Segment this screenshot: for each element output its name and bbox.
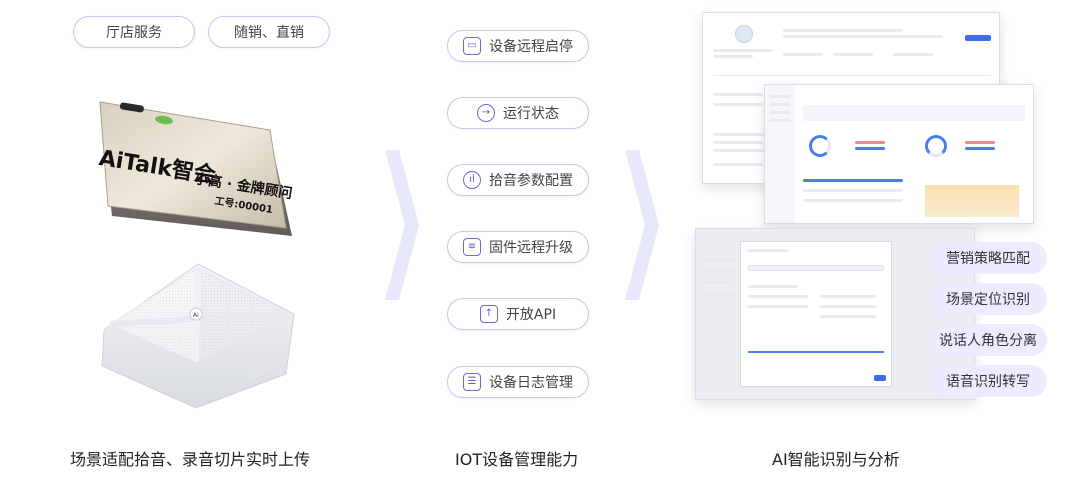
ai-tag-speaker-separation: 说话人角色分离 (929, 324, 1047, 356)
ai-tag-label: 场景定位识别 (946, 292, 1030, 308)
iot-label: 设备远程启停 (489, 39, 573, 55)
caption-iot: IOT设备管理能力 (455, 450, 579, 469)
iot-label: 开放API (505, 307, 557, 323)
ai-tag-label: 营销策略匹配 (946, 251, 1030, 267)
ai-tag-speech-transcription: 语音识别转写 (929, 365, 1047, 397)
iot-label: 拾音参数配置 (489, 173, 573, 189)
pill-label: 随销、直销 (234, 25, 304, 41)
chevron-right-icon (385, 150, 419, 300)
screenshot-settings (695, 228, 975, 400)
donut-chart (809, 135, 831, 157)
chevron-right-icon (625, 150, 659, 300)
ai-tag-marketing-strategy: 营销策略匹配 (929, 242, 1047, 274)
name-badge-device (99, 101, 292, 236)
iot-open-api: ↑ 开放API (447, 298, 589, 330)
screenshot-dashboard (764, 84, 1034, 224)
pill-store-service: 厅店服务 (73, 16, 195, 48)
iot-firmware-upgrade: ≡ 固件远程升级 (447, 231, 589, 263)
avatar (735, 25, 753, 43)
iot-pickup-config: ıl 拾音参数配置 (447, 164, 589, 196)
upload-icon: ↑ (479, 305, 498, 323)
document-icon: ☰ (463, 373, 481, 391)
caption-pickup: 场景适配拾音、录音切片实时上传 (70, 450, 311, 469)
area-chart (925, 185, 1019, 217)
screen-icon: ▭ (463, 37, 481, 55)
ai-tag-label: 语音识别转写 (946, 374, 1030, 390)
pill-label: 厅店服务 (106, 25, 162, 41)
ai-tag-label: 说话人角色分离 (939, 333, 1037, 349)
waveform-icon: ıl (463, 171, 481, 189)
caption-ai: AI智能识别与分析 (772, 450, 900, 469)
iot-label: 运行状态 (503, 106, 559, 122)
iot-label: 设备日志管理 (489, 375, 573, 391)
ai-tag-scene-recognition: 场景定位识别 (929, 283, 1047, 315)
iot-running-status: → 运行状态 (447, 97, 589, 129)
iot-log-management: ☰ 设备日志管理 (447, 366, 589, 398)
iot-label: 固件远程升级 (489, 240, 573, 256)
toggle-icon: ≡ (463, 238, 481, 256)
speaker-device: Ai (101, 263, 295, 409)
donut-chart (925, 135, 947, 157)
iot-remote-start-stop: ▭ 设备远程启停 (447, 30, 589, 62)
arrow-circle-icon: → (477, 104, 495, 122)
pill-direct-sales: 随销、直销 (208, 16, 330, 48)
svg-text:Ai: Ai (193, 312, 199, 319)
